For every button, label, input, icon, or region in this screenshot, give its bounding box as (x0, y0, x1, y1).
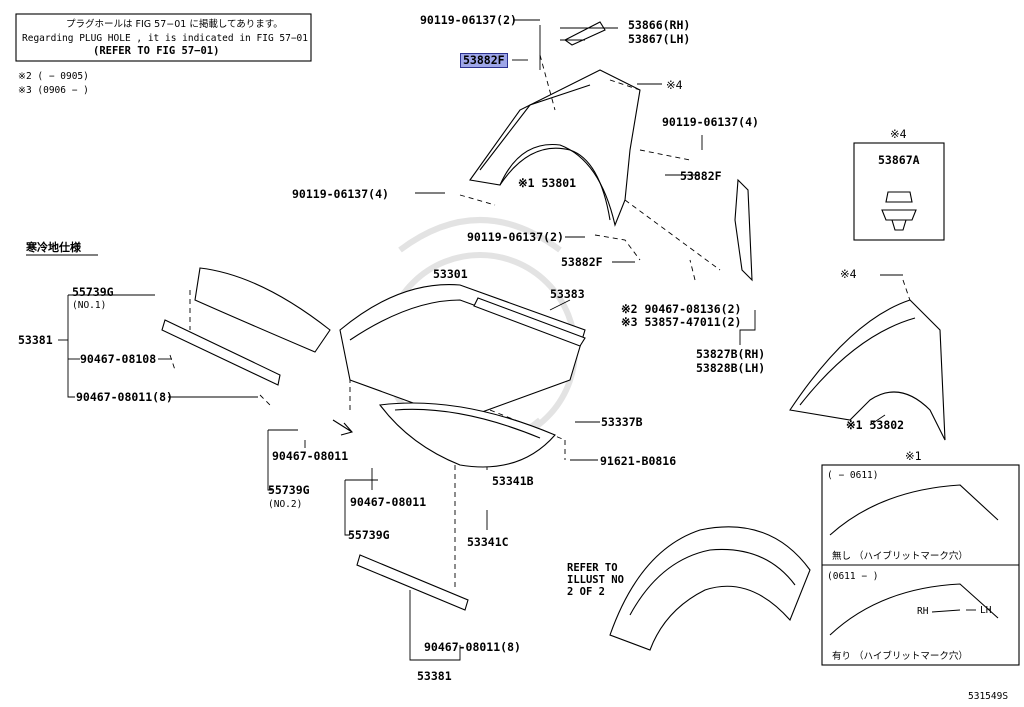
label-55739g-no1-sub: (NO.1) (72, 300, 107, 311)
hood-seal-strip-bottom (356, 554, 469, 611)
fender-liner (609, 526, 811, 651)
label-53828b[interactable]: 53828B(LH) (696, 361, 766, 375)
front-fender-53801 (469, 69, 641, 227)
hood-seal-strip-55739g-no1 (161, 319, 281, 386)
label-bolt-mid[interactable]: 90119-06137(2) (467, 230, 564, 244)
label-bolt-top[interactable]: 90119-06137(2) (420, 13, 517, 27)
hybrid-mark-arrows (931, 609, 976, 613)
label-clip-08011-b[interactable]: 90467-08011 (350, 495, 427, 509)
hood-seal-53383 (473, 297, 586, 347)
label-53882f-highlighted[interactable]: 53882F (460, 53, 508, 68)
refer-illust-note: REFER TO ILLUST NO 2 OF 2 (567, 562, 624, 598)
label-53301[interactable]: 53301 (433, 267, 468, 281)
inset-4-title: ※4 (890, 127, 907, 141)
label-55739g-no2[interactable]: 55739G (268, 483, 310, 497)
inset-1-top-caption: 無し （ハイブリットマーク穴） (832, 551, 968, 562)
cold-spec-heading: 寒冷地仕様 (26, 241, 81, 254)
note-2-range: ※2 ( − 0905) (18, 71, 89, 82)
label-clip-08108[interactable]: 90467-08108 (80, 352, 157, 366)
label-53866[interactable]: 53866(RH) (628, 18, 691, 32)
label-55739g-no2-sub: (NO.2) (268, 499, 303, 510)
notice-japanese-line: プラグホールは FIG 57−01 に掲載してあります。 (66, 19, 283, 30)
label-53882f-low[interactable]: 53882F (561, 255, 603, 269)
label-bolt-left[interactable]: 90119-06137(4) (292, 187, 389, 201)
label-clip-08011-8-bottom[interactable]: 90467-08011(8) (424, 640, 521, 654)
label-53341c[interactable]: 53341C (467, 535, 509, 549)
front-fender-53802 (789, 299, 946, 441)
label-53827b[interactable]: 53827B(RH) (696, 347, 766, 361)
inset-1-rh-label: RH (917, 606, 929, 617)
label-bolt-right[interactable]: 90119-06137(4) (662, 115, 759, 129)
inset-1-bottom-caption: 有り （ハイブリットマーク穴） (832, 651, 968, 662)
label-clip-08011-8[interactable]: 90467-08011(8) (76, 390, 173, 404)
cold-spec-hood-edge (194, 267, 331, 353)
label-53867a[interactable]: 53867A (878, 153, 920, 167)
hood-53301 (339, 283, 586, 421)
label-mark-4-right: ※4 (840, 267, 857, 281)
inset-4-clip (881, 191, 917, 231)
label-53802[interactable]: ※1 53802 (846, 418, 905, 432)
label-53867[interactable]: 53867(LH) (628, 32, 691, 46)
label-53383[interactable]: 53383 (550, 287, 585, 301)
inset-1-bottom-range: (0611 − ) (827, 571, 879, 582)
fender-liner-panel (734, 178, 753, 282)
notice-refer-line: (REFER TO FIG 57−01) (93, 45, 220, 57)
direction-arrow (332, 419, 354, 436)
inset-1-top-range: ( − 0611) (827, 470, 879, 481)
label-clip-90467-08136[interactable]: ※2 90467-08136(2) (621, 302, 742, 316)
label-91621-b0816[interactable]: 91621-B0816 (600, 454, 677, 468)
label-53341b[interactable]: 53341B (492, 474, 534, 488)
fender-seal-53866 (563, 21, 606, 46)
inset-1-fender-with-hole (829, 583, 999, 636)
inset-1-lh-label: LH (980, 605, 992, 616)
label-53381-left[interactable]: 53381 (18, 333, 53, 347)
label-clip-08011-a[interactable]: 90467-08011 (272, 449, 349, 463)
label-53857-47011[interactable]: ※3 53857-47011(2) (621, 315, 742, 329)
figure-code: 531549S (968, 691, 1009, 702)
label-53337b[interactable]: 53337B (601, 415, 643, 429)
note-3-range: ※3 (0906 − ) (18, 85, 89, 96)
label-mark-4-top: ※4 (666, 78, 683, 92)
label-53381-bottom[interactable]: 53381 (417, 669, 452, 683)
label-55739g-no1[interactable]: 55739G (72, 285, 114, 299)
label-55739g-mid[interactable]: 55739G (348, 528, 390, 542)
notice-box (15, 13, 312, 62)
notice-english-line: Regarding PLUG HOLE , it is indicated in… (22, 33, 308, 44)
label-53882f-right[interactable]: 53882F (680, 169, 722, 183)
label-53801[interactable]: ※1 53801 (518, 176, 577, 190)
hood-inner-53341b (378, 402, 556, 468)
inset-1-fender-no-hole (829, 484, 999, 536)
inset-1-title: ※1 (905, 449, 922, 463)
